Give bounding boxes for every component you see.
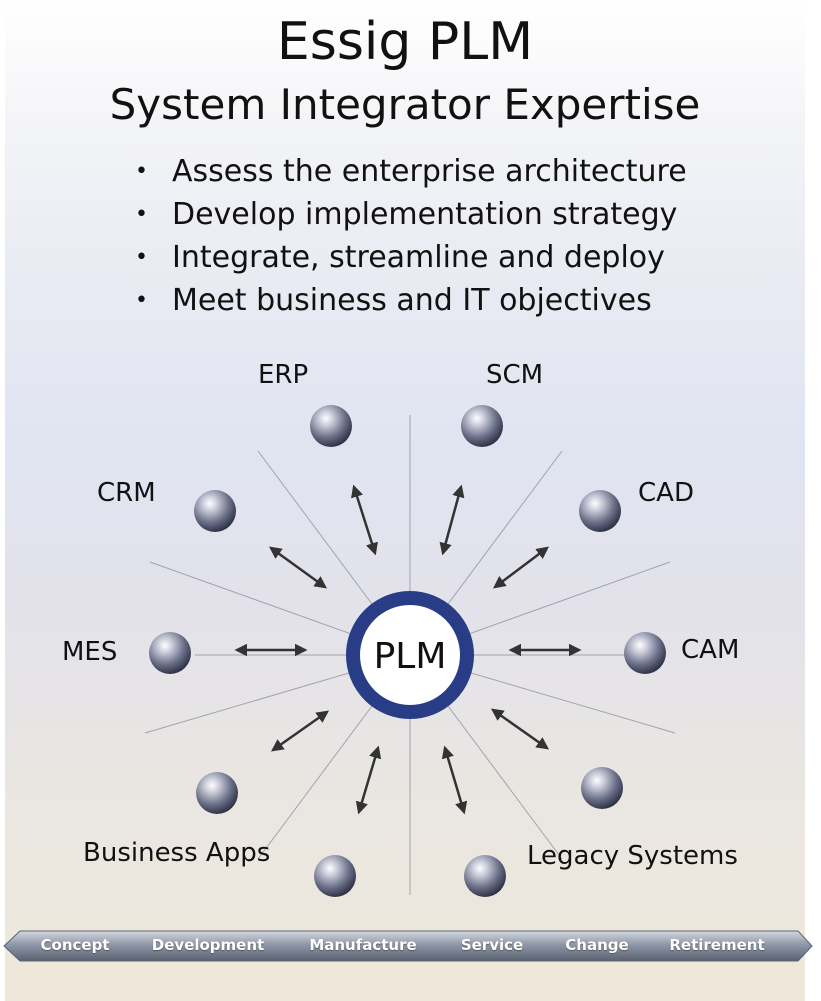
node-sphere-crm bbox=[194, 490, 236, 532]
double-arrow bbox=[493, 546, 549, 589]
node-sphere-cam bbox=[624, 632, 666, 674]
node-sphere-legacy-right bbox=[581, 767, 623, 809]
node-label-legacy-systems: Legacy Systems bbox=[527, 841, 738, 871]
double-arrow bbox=[270, 710, 330, 752]
page-title: Essig PLM bbox=[276, 12, 534, 72]
node-sphere-legacy-systems bbox=[464, 855, 506, 897]
node-sphere-scm bbox=[461, 405, 503, 447]
double-arrow bbox=[351, 484, 378, 556]
plm-hub: PLM bbox=[346, 591, 474, 719]
lifecycle-stage-service: Service bbox=[460, 936, 524, 954]
lifecycle-bar bbox=[3, 930, 813, 962]
hub-label: PLM bbox=[374, 636, 447, 677]
double-arrow bbox=[490, 708, 550, 750]
node-sphere-business-left bbox=[196, 772, 238, 814]
bullet-item: Meet business and IT objectives bbox=[135, 279, 687, 322]
node-label-mes: MES bbox=[62, 637, 118, 667]
lifecycle-arrow-shape bbox=[3, 930, 813, 962]
node-label-business-apps: Business Apps bbox=[83, 838, 271, 868]
lifecycle-stage-development: Development bbox=[151, 936, 265, 954]
bullet-list: Assess the enterprise architecture Devel… bbox=[135, 150, 687, 322]
node-sphere-cad bbox=[579, 490, 621, 532]
system-nodes bbox=[149, 405, 666, 897]
double-arrow bbox=[439, 484, 465, 556]
double-arrow bbox=[441, 745, 468, 815]
node-label-cad: CAD bbox=[638, 478, 694, 508]
node-label-cam: CAM bbox=[681, 635, 740, 665]
bullet-item: Develop implementation strategy bbox=[135, 193, 687, 236]
node-sphere-erp bbox=[310, 405, 352, 447]
lifecycle-stage-concept: Concept bbox=[40, 936, 110, 954]
connection-arrows bbox=[234, 484, 582, 815]
node-sphere-business-apps bbox=[314, 855, 356, 897]
bullet-item: Integrate, streamline and deploy bbox=[135, 236, 687, 279]
hub-ring bbox=[346, 591, 474, 719]
bullet-item: Assess the enterprise architecture bbox=[135, 150, 687, 193]
lifecycle-stage-manufacture: Manufacture bbox=[309, 936, 417, 954]
background-panel: Essig PLM System Integrator Expertise As… bbox=[5, 0, 805, 1001]
double-arrow bbox=[268, 546, 328, 589]
node-label-erp: ERP bbox=[258, 360, 309, 390]
page-subtitle: System Integrator Expertise bbox=[109, 80, 701, 129]
integration-diagram: PLM bbox=[144, 405, 676, 897]
double-arrow bbox=[355, 745, 382, 815]
lifecycle-stage-change: Change bbox=[565, 936, 629, 954]
lifecycle-stage-retirement: Retirement bbox=[669, 936, 765, 954]
node-label-scm: SCM bbox=[486, 360, 544, 390]
node-sphere-mes bbox=[149, 632, 191, 674]
node-label-crm: CRM bbox=[97, 478, 156, 508]
